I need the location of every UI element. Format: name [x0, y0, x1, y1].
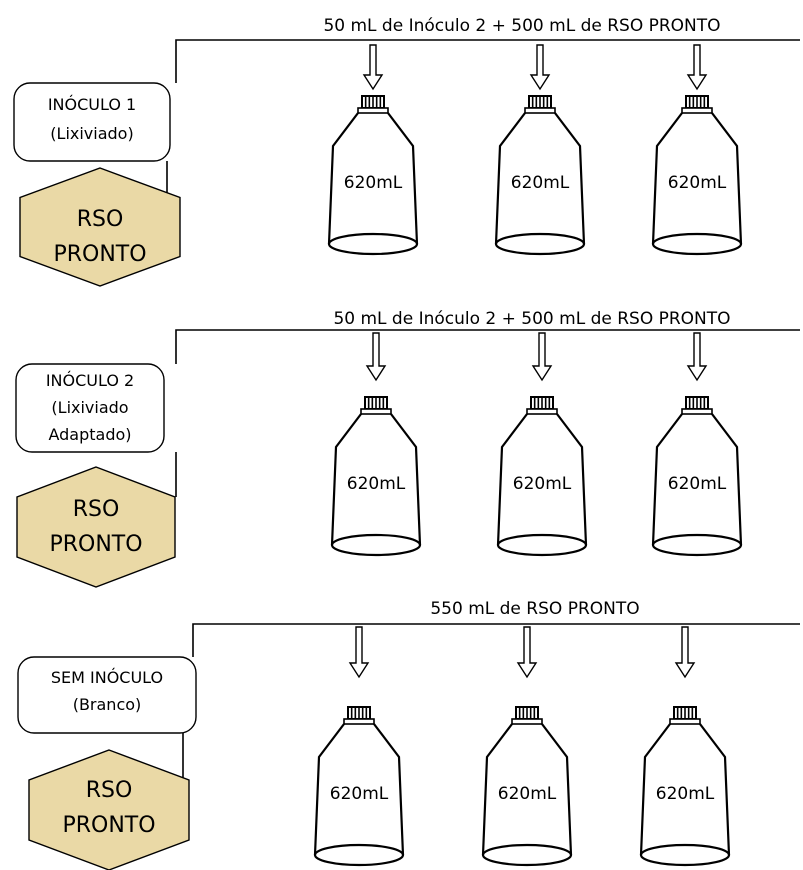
substrate-hexagon	[19, 167, 181, 287]
bottle-volume-label: 620mL	[656, 784, 715, 804]
bottle: 620mL	[327, 95, 419, 256]
bottle: 620mL	[481, 706, 573, 867]
inoculum-label: INÓCULO 1	[48, 95, 136, 114]
bottle-body	[327, 112, 419, 245]
inoculum-box	[15, 363, 165, 453]
substrate-label: PRONTO	[49, 532, 142, 557]
inoculum-label: INÓCULO 2	[46, 371, 134, 390]
inoculum-label: (Lixiviado)	[50, 124, 133, 143]
feed-line	[175, 39, 800, 83]
bottle-base	[651, 533, 743, 557]
bottle-volume-label: 620mL	[347, 474, 406, 494]
feed-label: 550 mL de RSO PRONTO	[430, 599, 639, 619]
substrate-label: RSO	[73, 497, 120, 522]
bottle: 620mL	[651, 396, 743, 557]
substrate-label: RSO	[77, 207, 124, 232]
feed-arrow	[529, 44, 551, 91]
feed-arrow	[516, 626, 538, 679]
inoculum-box	[13, 82, 171, 162]
inoculum-box	[17, 656, 197, 734]
substrate-hexagon	[28, 749, 190, 870]
feed-arrow	[686, 332, 708, 382]
reactor-row: 550 mL de RSO PRONTO SEM INÓCULO (Branco) R…	[17, 599, 800, 870]
bottle: 620mL	[651, 95, 743, 256]
bottle: 620mL	[639, 706, 731, 867]
bottle-body	[651, 112, 743, 245]
feed-arrow	[686, 44, 708, 91]
bottle-body	[496, 413, 588, 546]
bottle-volume-label: 620mL	[668, 474, 727, 494]
bottle-body	[639, 723, 731, 856]
bottle-base	[494, 232, 586, 256]
bottle: 620mL	[313, 706, 405, 867]
bottle-base	[496, 533, 588, 557]
inoculum-label: (Lixiviado	[51, 398, 128, 417]
substrate-label: RSO	[86, 778, 133, 803]
reactor-row: 50 mL de Inóculo 2 + 500 mL de RSO PRONT…	[15, 309, 800, 588]
feed-arrow	[674, 626, 696, 679]
bottle-base	[651, 232, 743, 256]
bottle-volume-label: 620mL	[344, 173, 403, 193]
bottle-base	[313, 843, 405, 867]
bottle-volume-label: 620mL	[330, 784, 389, 804]
inoculum-label: Adaptado)	[48, 425, 131, 444]
bottle-body	[330, 413, 422, 546]
reactor-row: 50 mL de Inóculo 2 + 500 mL de RSO PRONT…	[13, 16, 800, 287]
bottle: 620mL	[494, 95, 586, 256]
bottle-body	[481, 723, 573, 856]
bottle-base	[639, 843, 731, 867]
substrate-label: PRONTO	[62, 813, 155, 838]
bottle-base	[327, 232, 419, 256]
feed-line	[175, 329, 800, 364]
bottle: 620mL	[496, 396, 588, 557]
bottle-volume-label: 620mL	[511, 173, 570, 193]
bottle-body	[313, 723, 405, 856]
bottle-base	[330, 533, 422, 557]
feed-arrow	[348, 626, 370, 679]
feed-label: 50 mL de Inóculo 2 + 500 mL de RSO PRONT…	[323, 16, 720, 36]
bottle-volume-label: 620mL	[513, 474, 572, 494]
feed-arrow	[362, 44, 384, 91]
bottle-base	[481, 843, 573, 867]
bottle-volume-label: 620mL	[668, 173, 727, 193]
substrate-label: PRONTO	[53, 242, 146, 267]
feed-line	[192, 623, 800, 657]
bottle-body	[651, 413, 743, 546]
bottle-volume-label: 620mL	[498, 784, 557, 804]
feed-arrow	[365, 332, 387, 382]
feed-arrow	[531, 332, 553, 382]
bottle-body	[494, 112, 586, 245]
inoculum-label: SEM INÓCULO	[51, 668, 163, 687]
bottle: 620mL	[330, 396, 422, 557]
inoculum-label: (Branco)	[73, 695, 142, 714]
substrate-hexagon	[16, 466, 176, 588]
feed-label: 50 mL de Inóculo 2 + 500 mL de RSO PRONT…	[333, 309, 730, 329]
